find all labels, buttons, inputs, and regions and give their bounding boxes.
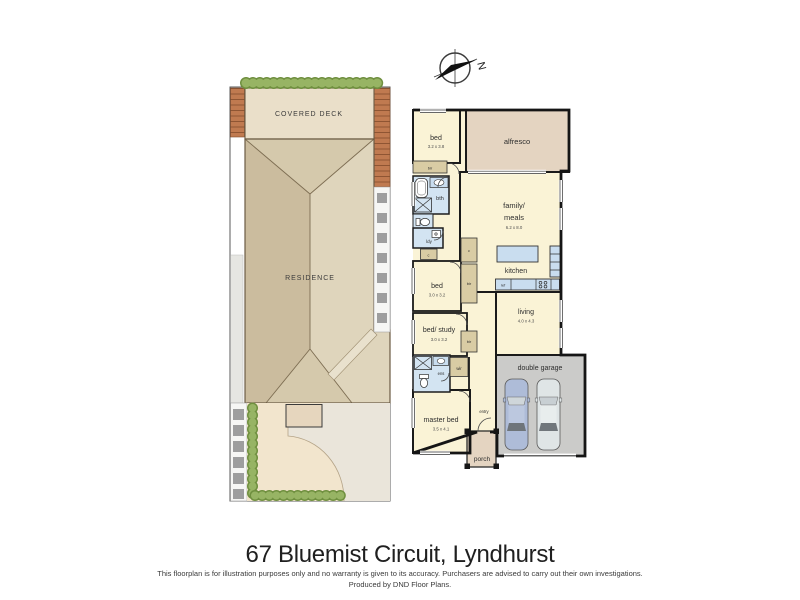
disclaimer-line2: Produced by DND Floor Plans. xyxy=(348,579,452,589)
ref-label: ref xyxy=(501,284,506,288)
laundry-sink-icon xyxy=(431,230,441,238)
windows xyxy=(410,108,576,459)
path-curve xyxy=(287,427,345,502)
residence-roof: RESIDENCE xyxy=(244,138,391,404)
roof-valley xyxy=(327,328,378,381)
bed2-dims: 3.0 x 3.2 xyxy=(429,293,446,298)
robe-bed-study xyxy=(460,330,478,353)
bed1-label: bed xyxy=(430,135,442,142)
cupboard-label: c xyxy=(468,249,470,253)
living-label: living xyxy=(518,309,534,316)
ensuite-basin-icon xyxy=(436,358,446,364)
family-dims: 6.2 x 8.0 xyxy=(506,225,523,230)
living-dims: 4.0 x 4.3 xyxy=(518,319,535,324)
porch-label: porch xyxy=(474,456,491,463)
bed2-label: bed xyxy=(431,283,443,290)
wir-label: wir xyxy=(456,366,462,371)
robe-bed1 xyxy=(412,160,448,174)
family-label-1: family/ xyxy=(503,201,526,210)
exterior-walls xyxy=(412,108,587,458)
room-living xyxy=(495,291,562,356)
bed-study-dims: 3.0 x 3.2 xyxy=(431,337,448,342)
floor-plan: bed 3.2 x 3.8 bir alfresco bth ldy c c f… xyxy=(410,108,587,469)
north-compass-icon: N xyxy=(433,49,488,87)
site-plan: COVERED DECK RESIDENCE xyxy=(229,77,391,502)
kitchen-counter xyxy=(495,278,560,291)
toilet-icon xyxy=(420,218,430,226)
walk-in-robe xyxy=(449,357,469,377)
disclaimer: This floorplan is for illustration purpo… xyxy=(0,569,800,590)
cupboard-label: c xyxy=(428,254,430,258)
ldy-label: ldy xyxy=(426,239,433,244)
ensuite-shower-icon xyxy=(414,356,432,370)
door-arcs xyxy=(433,162,492,432)
robe-bed2 xyxy=(460,263,478,304)
ens-label: ens xyxy=(438,371,445,376)
master-bed-label: master bed xyxy=(423,417,458,424)
covered-deck-label: COVERED DECK xyxy=(275,111,343,118)
ensuite-toilet-icon xyxy=(420,378,428,388)
kitchen-island xyxy=(496,245,539,263)
page-title: 67 Bluemist Circuit, Lyndhurst xyxy=(245,541,555,568)
bed1-dims: 3.2 x 3.8 xyxy=(428,144,445,149)
porch-step xyxy=(285,404,323,428)
porch xyxy=(466,430,497,468)
kitchen-fixtures xyxy=(495,245,561,291)
covered-deck xyxy=(244,87,375,140)
bir-label: bir xyxy=(428,166,433,171)
kitchen-label: kitchen xyxy=(505,268,527,275)
side-path xyxy=(230,254,244,404)
alfresco-label: alfresco xyxy=(504,137,530,146)
ensuite-fixtures xyxy=(414,356,449,388)
bed-study-label: bed/ study xyxy=(423,327,456,334)
garage-label: double garage xyxy=(518,365,563,372)
bir-label: bir xyxy=(467,339,472,344)
cupboard-linen xyxy=(460,237,478,263)
brick-path-left xyxy=(230,87,245,138)
bth-label: bth xyxy=(436,196,444,202)
car-icon xyxy=(502,378,531,451)
bir-label: bir xyxy=(467,281,472,286)
hedge xyxy=(240,77,389,501)
cupboard-hall xyxy=(420,248,438,260)
pantry xyxy=(549,245,561,278)
room-labels: bed 3.2 x 3.8 bir alfresco bth ldy c c f… xyxy=(423,135,563,463)
alfresco-sliding-door xyxy=(468,169,546,175)
car-icon xyxy=(534,378,563,451)
family-label-2: meals xyxy=(504,213,524,222)
residence-label: RESIDENCE xyxy=(285,275,335,282)
room-bed-study xyxy=(412,312,468,357)
compass-north-label: N xyxy=(474,61,488,72)
disclaimer-line1: This floorplan is for illustration purpo… xyxy=(157,569,643,578)
entry-label: entry xyxy=(479,409,489,414)
master-bed-dims: 3.5 x 4.1 xyxy=(433,427,450,432)
brick-path-right xyxy=(373,87,391,188)
